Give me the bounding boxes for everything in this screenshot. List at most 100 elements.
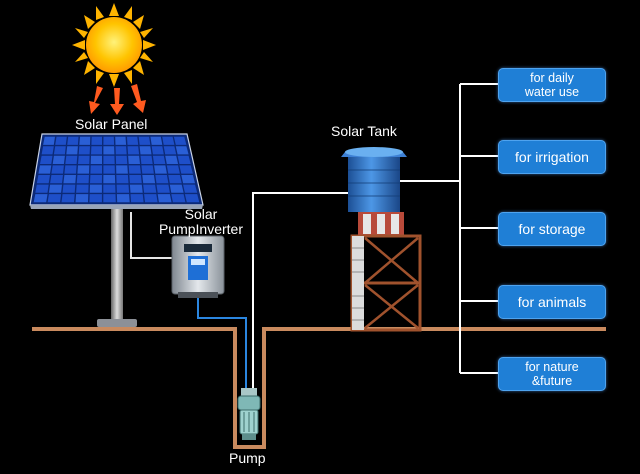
solar-cell — [40, 155, 53, 164]
solar-cell — [143, 184, 157, 193]
solar-cell — [171, 194, 186, 203]
solar-cell — [51, 165, 64, 174]
use-animals-label: for animals — [517, 294, 587, 310]
solar-cell — [103, 146, 115, 155]
solar-cell — [52, 155, 65, 164]
solar-cell — [66, 146, 78, 155]
solar-cell — [103, 194, 116, 203]
solar-cell — [128, 155, 140, 164]
solar-cell — [115, 146, 127, 155]
solar-cell — [129, 184, 143, 193]
use-daily-water-button[interactable]: for daily water use — [498, 68, 606, 102]
solar-cell — [127, 136, 139, 145]
use-animals-button[interactable]: for animals — [498, 285, 606, 319]
solar-cell — [38, 165, 52, 174]
solar-cell — [78, 155, 90, 164]
use-daily-water-line2: water use — [524, 85, 580, 99]
pump-inverter-icon — [171, 235, 225, 298]
solar-cell — [144, 194, 158, 203]
solar-cell — [77, 165, 90, 174]
solar-cell — [33, 194, 48, 203]
solar-cell — [103, 136, 115, 145]
use-irrigation-label: for irrigation — [515, 149, 589, 165]
use-storage-label: for storage — [518, 221, 586, 237]
solar-cell — [76, 184, 89, 193]
solar-cell — [116, 175, 129, 184]
solar-cell — [169, 184, 184, 193]
use-daily-water-line1: for daily — [530, 71, 574, 85]
solar-cell — [173, 136, 187, 145]
solar-cell — [65, 155, 78, 164]
solar-cell — [75, 194, 89, 203]
submersible-pump-icon — [237, 388, 261, 440]
solar-cell — [116, 194, 130, 203]
solar-cell — [184, 194, 200, 203]
solar-cell — [152, 155, 166, 164]
solar-cell — [162, 136, 175, 145]
use-storage-button[interactable]: for storage — [498, 212, 606, 246]
solar-cell — [55, 136, 67, 145]
solar-cell — [177, 155, 191, 164]
solar-cell — [91, 146, 102, 155]
tank-label: Solar Tank — [331, 123, 397, 139]
solar-cell — [90, 155, 102, 164]
solar-cell — [89, 184, 102, 193]
solar-cell — [142, 175, 156, 184]
solar-panel-label: Solar Panel — [75, 116, 148, 132]
solar-cell — [181, 175, 195, 184]
solar-cell — [166, 165, 180, 174]
inverter-to-pump-cable — [197, 298, 247, 392]
solar-cell — [150, 136, 163, 145]
solar-cell — [175, 146, 189, 155]
solar-cell — [41, 146, 54, 155]
solar-cell — [155, 175, 169, 184]
solar-cell — [103, 175, 116, 184]
solar-cell — [115, 136, 127, 145]
solar-cell — [128, 165, 141, 174]
solar-cell — [67, 136, 79, 145]
solar-cell — [116, 184, 130, 193]
panel-to-inverter-wire — [130, 212, 172, 259]
solar-cell — [79, 136, 91, 145]
tank-tower — [350, 234, 422, 332]
solar-cell — [43, 136, 55, 145]
solar-cell — [115, 155, 128, 164]
solar-cell — [103, 165, 115, 174]
solar-cell — [139, 146, 152, 155]
inverter-label-line1: Solar — [184, 206, 218, 222]
solar-cell — [165, 155, 179, 164]
solar-cell — [156, 184, 170, 193]
solar-cell — [179, 165, 193, 174]
ground-line — [32, 327, 606, 331]
solar-cell — [163, 146, 177, 155]
solar-cell — [47, 194, 62, 203]
solar-cell — [90, 165, 102, 174]
solar-cell — [183, 184, 198, 193]
sun-icon — [72, 3, 156, 87]
solar-cell — [78, 146, 90, 155]
use-nature-future-button[interactable]: for nature &future — [498, 357, 606, 391]
solar-cell — [154, 165, 167, 174]
use-nature-line2: &future — [531, 374, 573, 388]
distribution-lines — [400, 83, 498, 374]
solar-cell — [168, 175, 182, 184]
solar-cell — [103, 184, 116, 193]
solar-cell — [151, 146, 164, 155]
solar-cell — [130, 194, 144, 203]
well-shaft — [233, 327, 266, 449]
use-irrigation-button[interactable]: for irrigation — [498, 140, 606, 174]
solar-panel-icon — [29, 133, 204, 327]
water-pipe — [252, 192, 358, 392]
solar-cell — [62, 184, 76, 193]
solar-cell — [50, 175, 63, 184]
solar-cell — [64, 165, 77, 174]
solar-cell — [36, 175, 50, 184]
solar-cell — [140, 155, 153, 164]
solar-cell — [157, 194, 172, 203]
use-nature-line1: for nature — [525, 360, 579, 374]
inverter-label-line2: PumpInverter — [158, 221, 244, 237]
solar-cell — [141, 165, 154, 174]
solar-cell — [91, 136, 102, 145]
